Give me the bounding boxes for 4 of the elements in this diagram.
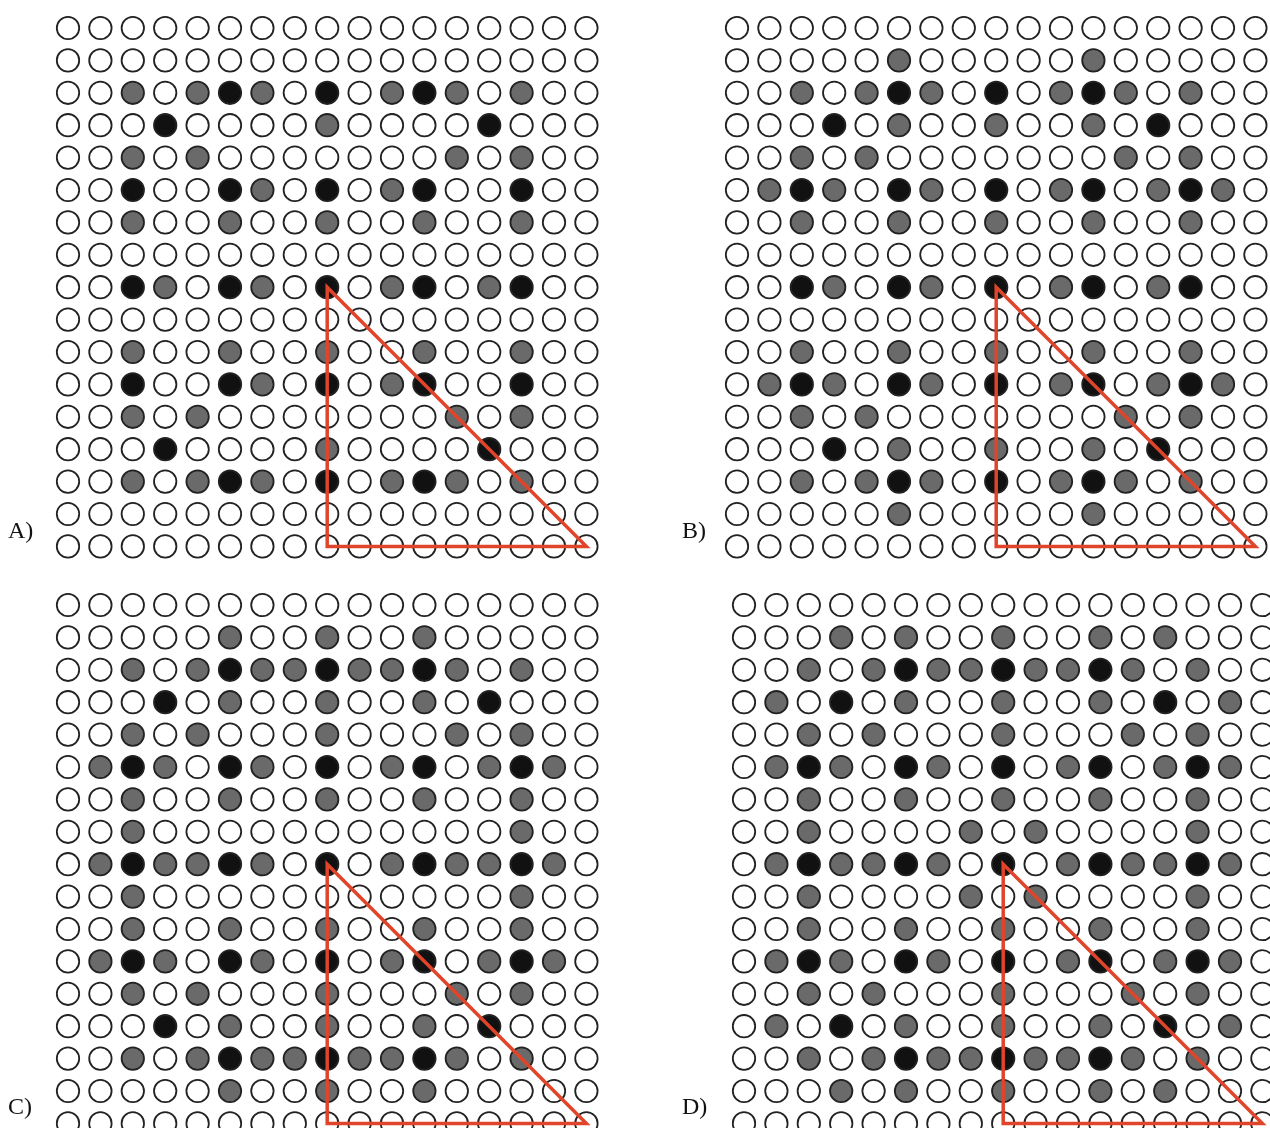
panel-label: D) — [682, 1094, 708, 1118]
panel-label: B) — [682, 518, 706, 542]
panel-label: C) — [8, 1094, 32, 1118]
panel-label: A) — [8, 518, 34, 542]
